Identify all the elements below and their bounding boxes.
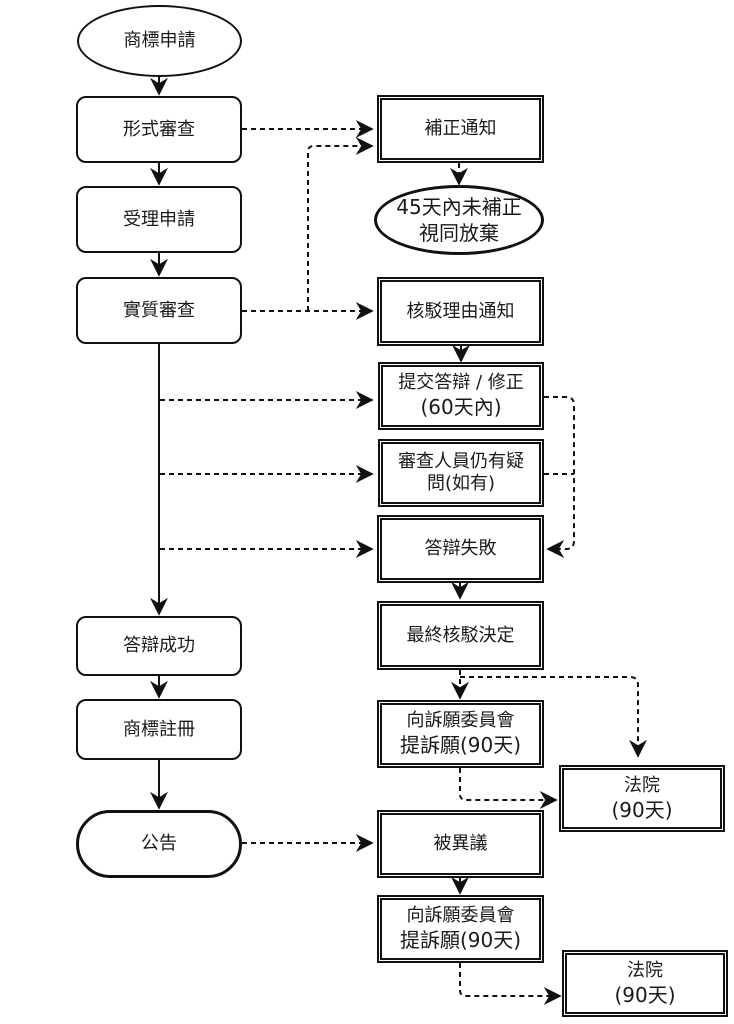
node-label: 核駁理由通知 <box>406 300 515 322</box>
edge-substantive_review-correction_notice <box>307 137 374 311</box>
node-label: 形式審查 <box>123 118 195 140</box>
node-label: (90天) <box>611 797 673 822</box>
node-appeal-1: 向訴願委員會 提訴願(90天) <box>377 700 544 768</box>
node-apply: 商標申請 <box>77 5 242 77</box>
edge-appeal_2-court_2 <box>459 963 562 1005</box>
node-label: 法院 <box>627 959 663 981</box>
node-abandon: 45天內未補正 視同放棄 <box>374 185 544 255</box>
node-label: 向訴願委員會 <box>406 710 515 731</box>
edge-final_rejection-court_1 <box>460 676 647 758</box>
node-correction-notice: 補正通知 <box>377 95 544 163</box>
node-label: 提交答辯 / 修正 <box>398 372 524 393</box>
node-submit-response: 提交答辯 / 修正 (60天內) <box>378 362 544 430</box>
node-opposition: 被異議 <box>377 810 544 878</box>
node-label: 受理申請 <box>123 208 195 230</box>
node-label: (90天) <box>614 982 676 1007</box>
node-formal-review: 形式審查 <box>76 96 242 163</box>
node-label: 補正通知 <box>424 118 497 139</box>
node-label: 問(如有) <box>426 473 496 494</box>
node-label: 答辯成功 <box>123 635 195 656</box>
node-label: 審查人員仍有疑 <box>398 451 524 472</box>
node-publication: 公告 <box>76 810 242 878</box>
node-label: 向訴願委員會 <box>406 905 515 926</box>
node-label: 45天內未補正 <box>396 195 522 219</box>
node-substantive-review: 實質審查 <box>76 277 242 344</box>
node-rejection-notice: 核駁理由通知 <box>377 277 544 346</box>
node-registration: 商標註冊 <box>76 699 242 760</box>
node-court-2: 法院 (90天) <box>562 950 728 1017</box>
node-label: 提訴願(90天) <box>399 733 522 757</box>
edge-appeal_1-court_1 <box>459 768 558 809</box>
node-appeal-2: 向訴願委員會 提訴願(90天) <box>377 895 544 963</box>
node-final-rejection: 最終核駁決定 <box>377 601 544 670</box>
node-label: 視同放棄 <box>419 221 499 245</box>
node-label: 最終核駁決定 <box>406 624 515 646</box>
node-label: 公告 <box>141 833 177 854</box>
node-label: 提訴願(90天) <box>399 928 522 952</box>
node-court-1: 法院 (90天) <box>559 765 725 832</box>
node-label: (60天內) <box>420 395 502 419</box>
node-label: 商標申請 <box>123 30 196 51</box>
node-response-success: 答辯成功 <box>76 616 242 676</box>
node-label: 法院 <box>624 774 660 796</box>
node-examiner-doubt: 審查人員仍有疑 問(如有) <box>378 439 544 507</box>
node-response-fail: 答辯失敗 <box>377 515 544 583</box>
node-accept: 受理申請 <box>76 186 242 253</box>
node-label: 被異議 <box>433 833 488 854</box>
node-label: 答辯失敗 <box>424 538 497 559</box>
node-label: 實質審查 <box>123 299 195 321</box>
node-label: 商標註冊 <box>123 718 195 740</box>
